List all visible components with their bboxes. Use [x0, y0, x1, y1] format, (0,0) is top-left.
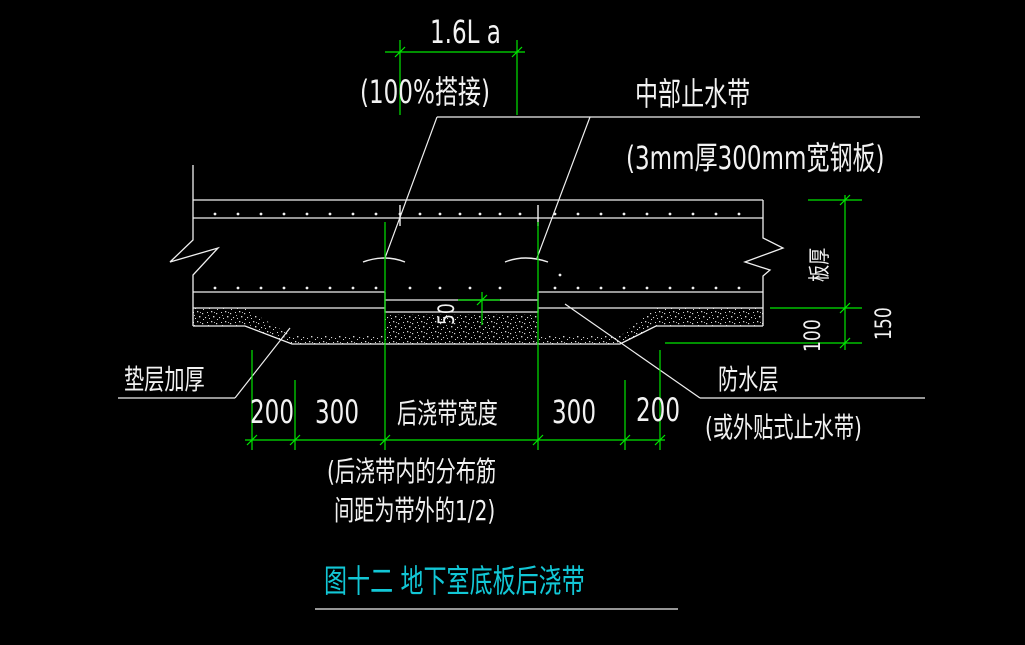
figure-title: 图十二 地下室底板后浇带 [324, 562, 585, 600]
dim-150-label: 150 [872, 307, 897, 340]
dimension-lines [245, 40, 862, 450]
external-waterstop-label: (或外贴式止水带) [705, 411, 862, 444]
dim-200-left-label: 200 [250, 393, 294, 431]
leader-lines [118, 116, 925, 399]
slab-outline [169, 165, 785, 345]
dim-100-label: 100 [801, 319, 826, 352]
waterstop-title-label: 中部止水带 [635, 75, 751, 113]
waterproof-layer-label: 防水层 [718, 363, 779, 396]
rebar-dots-bottom [213, 273, 741, 290]
cushion-layer [193, 308, 763, 344]
cushion-thickened-zone [385, 314, 538, 336]
lap-length-label: 1.6L a [430, 13, 501, 51]
slab-thickness-label: 板厚 [808, 247, 833, 282]
pour-strip-width-label: 后浇带宽度 [397, 397, 498, 430]
cushion-thicken-label: 垫层加厚 [124, 363, 205, 396]
dim-300-left-label: 300 [315, 393, 359, 431]
rebar-note-line2: 间距为带外的1/2) [334, 494, 496, 527]
waterstop-spec-label: (3mm厚300mm宽钢板) [626, 139, 885, 177]
lap-note-label: (100%搭接) [360, 73, 490, 111]
rebar-dots-top [213, 212, 741, 216]
dim-50-label: 50 [435, 303, 460, 325]
dim-300-right-label: 300 [552, 393, 596, 431]
dim-200-right-label: 200 [636, 391, 680, 429]
rebar-note-line1: (后浇带内的分布筋 [327, 455, 497, 488]
